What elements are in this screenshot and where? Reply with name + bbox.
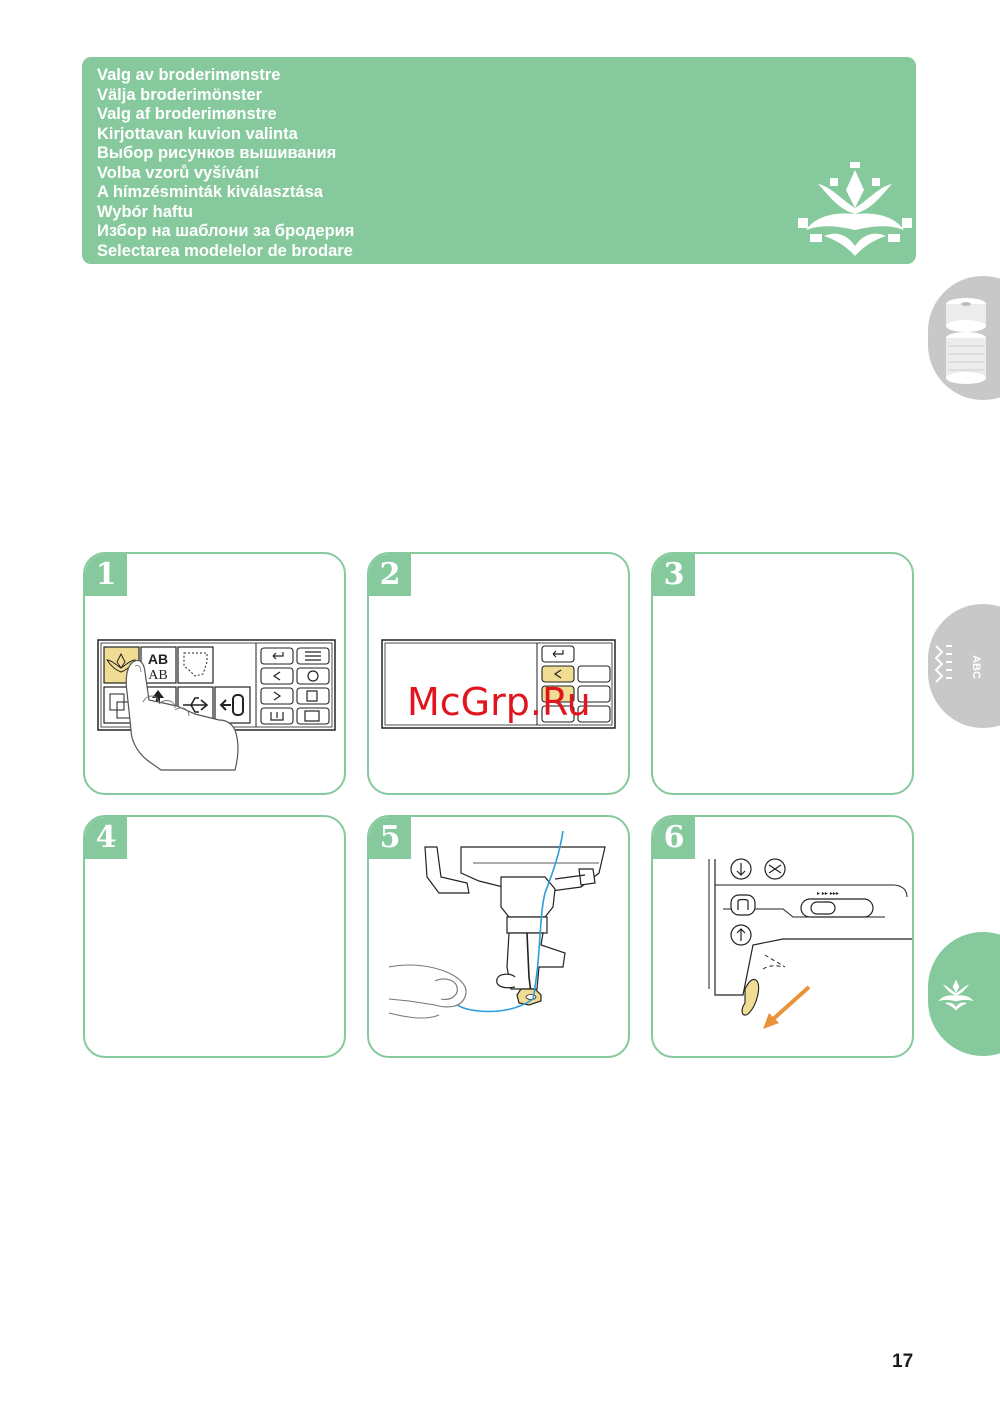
watermark-text: McGrp.Ru [407, 680, 591, 724]
embroidery-flower-icon [938, 979, 974, 1011]
thread-spool-icon [946, 298, 986, 384]
header-banner: Valg av broderimønstre Välja broderimöns… [82, 57, 916, 264]
side-tab-utility-stitches[interactable]: ABC [928, 604, 1000, 728]
section-title: Välja broderimönster [97, 85, 263, 104]
step-number: 1 [85, 554, 127, 596]
ab-text-bottom: AB [148, 668, 167, 683]
stitch-tab-label: ABC [970, 655, 982, 679]
presser-foot-threading-illustration [388, 830, 606, 1019]
step-4-panel: 4 [83, 815, 346, 1058]
step-number: 5 [369, 817, 411, 859]
stitch-pattern-icon [934, 645, 952, 683]
section-titles: Valg av broderimønstre Välja broderimöns… [97, 66, 354, 261]
side-tab-embroidery[interactable] [928, 932, 1000, 1056]
step-2-panel: 2 [367, 552, 630, 795]
section-title: Valg av broderimønstre [97, 66, 281, 84]
section-title: Избор на шаблони за бродерия [97, 222, 355, 240]
side-tab-threads[interactable] [928, 276, 1000, 400]
embroidery-flower-icon [798, 162, 912, 256]
svg-text:▸ ▸▸ ▸▸▸: ▸ ▸▸ ▸▸▸ [817, 890, 839, 897]
embroidery-screen-illustration: AB AB [97, 639, 336, 771]
section-title: A hímzésminták kiválasztása [97, 183, 323, 201]
section-title: Wybór haftu [97, 202, 193, 221]
step-6-panel: 6 ▸ ▸▸ ▸▸▸ [651, 815, 914, 1058]
step-number: 2 [369, 554, 411, 596]
presser-foot-lever-illustration: ▸ ▸▸ ▸▸▸ [708, 858, 912, 1029]
step-number: 3 [653, 554, 695, 596]
step-5-panel: 5 [367, 815, 630, 1058]
step-number: 4 [85, 817, 127, 859]
section-title: Valg af broderimønstre [97, 105, 277, 123]
pattern-screen-illustration [381, 639, 616, 729]
step-3-panel: 3 [651, 552, 914, 795]
section-title: Volba vzorů vyšívání [97, 163, 260, 182]
section-title: Kirjottavan kuvion valinta [97, 124, 298, 143]
step-number: 6 [653, 817, 695, 859]
step-1-panel: 1 AB AB [83, 552, 346, 795]
section-title: Выбор рисунков вышивания [97, 144, 337, 162]
section-title: Selectarea modelelor de brodare [97, 241, 353, 260]
page-number: 17 [892, 1351, 914, 1372]
ab-text-top: AB [148, 651, 168, 667]
